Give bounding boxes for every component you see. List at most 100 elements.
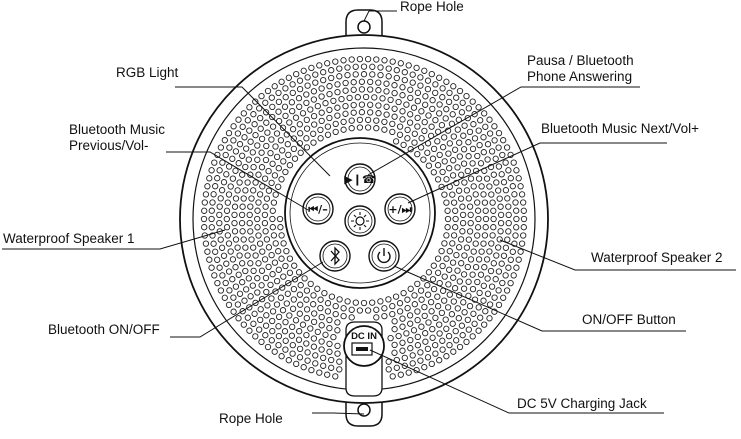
grille-hole [445,150,452,157]
grille-hole [235,116,242,123]
grille-hole [278,353,285,360]
grille-hole [429,325,436,333]
grille-hole [269,160,276,167]
grille-hole [481,232,489,239]
grille-hole [211,159,218,166]
grille-hole [469,145,477,153]
grille-hole [502,187,510,194]
grille-hole [303,116,310,124]
grille-hole [360,299,368,307]
grille-hole [381,305,388,312]
grille-hole [296,77,304,84]
grille-hole [375,102,382,109]
grille-hole [214,279,221,287]
play-pause-phone-button[interactable]: ▶❙☎ [344,163,376,195]
grille-hole [254,275,261,282]
grille-hole [267,149,274,157]
grille-hole [505,211,512,219]
next-vol-up-button[interactable]: +/⏭ [384,193,416,225]
grille-hole [312,352,319,359]
grille-hole [373,314,380,321]
grille-hole [404,296,411,303]
grille-hole [405,62,412,69]
grille-hole [425,162,433,169]
grille-hole [444,215,452,223]
grille-hole [401,69,408,76]
grille-hole [244,117,251,124]
grille-hole [268,295,275,302]
grille-hole [286,119,293,126]
grille-hole [455,187,463,194]
grille-hole [457,236,465,243]
grille-hole [282,262,289,270]
power-button[interactable] [368,240,400,272]
grille-hole [418,135,425,142]
grille-hole [404,126,411,134]
grille-hole [364,55,372,63]
grille-hole [334,81,341,88]
grille-hole [439,262,446,270]
grille-hole [239,228,246,235]
grille-hole [297,149,304,156]
grille-hole [269,327,276,335]
grille-hole [520,215,528,223]
previous-vol-down-button[interactable]: ⏮/– [302,193,334,225]
grille-hole [334,88,341,96]
grille-hole [358,86,366,93]
grille-hole [257,125,264,132]
grille-hole [268,94,275,101]
grille-hole [256,191,264,198]
grille-hole [377,64,384,71]
grille-hole [476,289,483,297]
previous-icon: ⏮/– [308,203,327,216]
grille-hole [262,99,269,106]
label-speaker2: Waterproof Speaker 2 [591,250,723,265]
grille-hole [202,240,210,247]
grille-hole [399,92,406,99]
grille-hole [389,128,396,136]
rgb-light-button[interactable] [344,205,376,237]
grille-hole [348,306,355,313]
grille-hole [217,195,224,202]
grille-hole [304,357,311,364]
grille-hole [342,87,349,94]
grille-hole [326,324,333,332]
grille-hole [275,89,282,97]
grille-hole [424,345,432,353]
grille-hole [399,323,406,330]
grille-hole [443,232,450,239]
grille-hole [429,97,436,104]
grille-hole [321,289,328,297]
grille-hole [449,320,456,327]
grille-hole [269,224,276,231]
grille-hole [472,263,480,271]
grille-hole [429,276,437,283]
grille-hole [422,338,429,345]
grille-hole [505,219,512,227]
grille-hole [250,244,257,251]
grille-hole [275,323,282,330]
grille-hole [262,156,270,164]
grille-hole [282,94,289,101]
grille-hole [265,187,273,194]
grille-hole [230,308,237,315]
grille-hole [223,260,230,267]
grille-hole [443,325,450,332]
grille-hole [308,366,315,374]
grille-hole [391,113,398,120]
grille-hole [316,369,323,376]
grille-hole [495,129,503,137]
grille-hole [262,322,270,329]
grille-hole [393,364,400,371]
grille-hole [400,289,407,297]
grille-hole [391,105,398,112]
grille-hole [417,74,424,81]
grille-hole [326,340,333,348]
grille-hole [244,252,251,259]
grille-hole [269,123,277,130]
grille-hole [406,312,414,319]
grille-hole [513,207,520,214]
grille-hole [239,152,246,159]
bluetooth-button[interactable] [319,240,351,272]
grille-hole [303,144,311,151]
